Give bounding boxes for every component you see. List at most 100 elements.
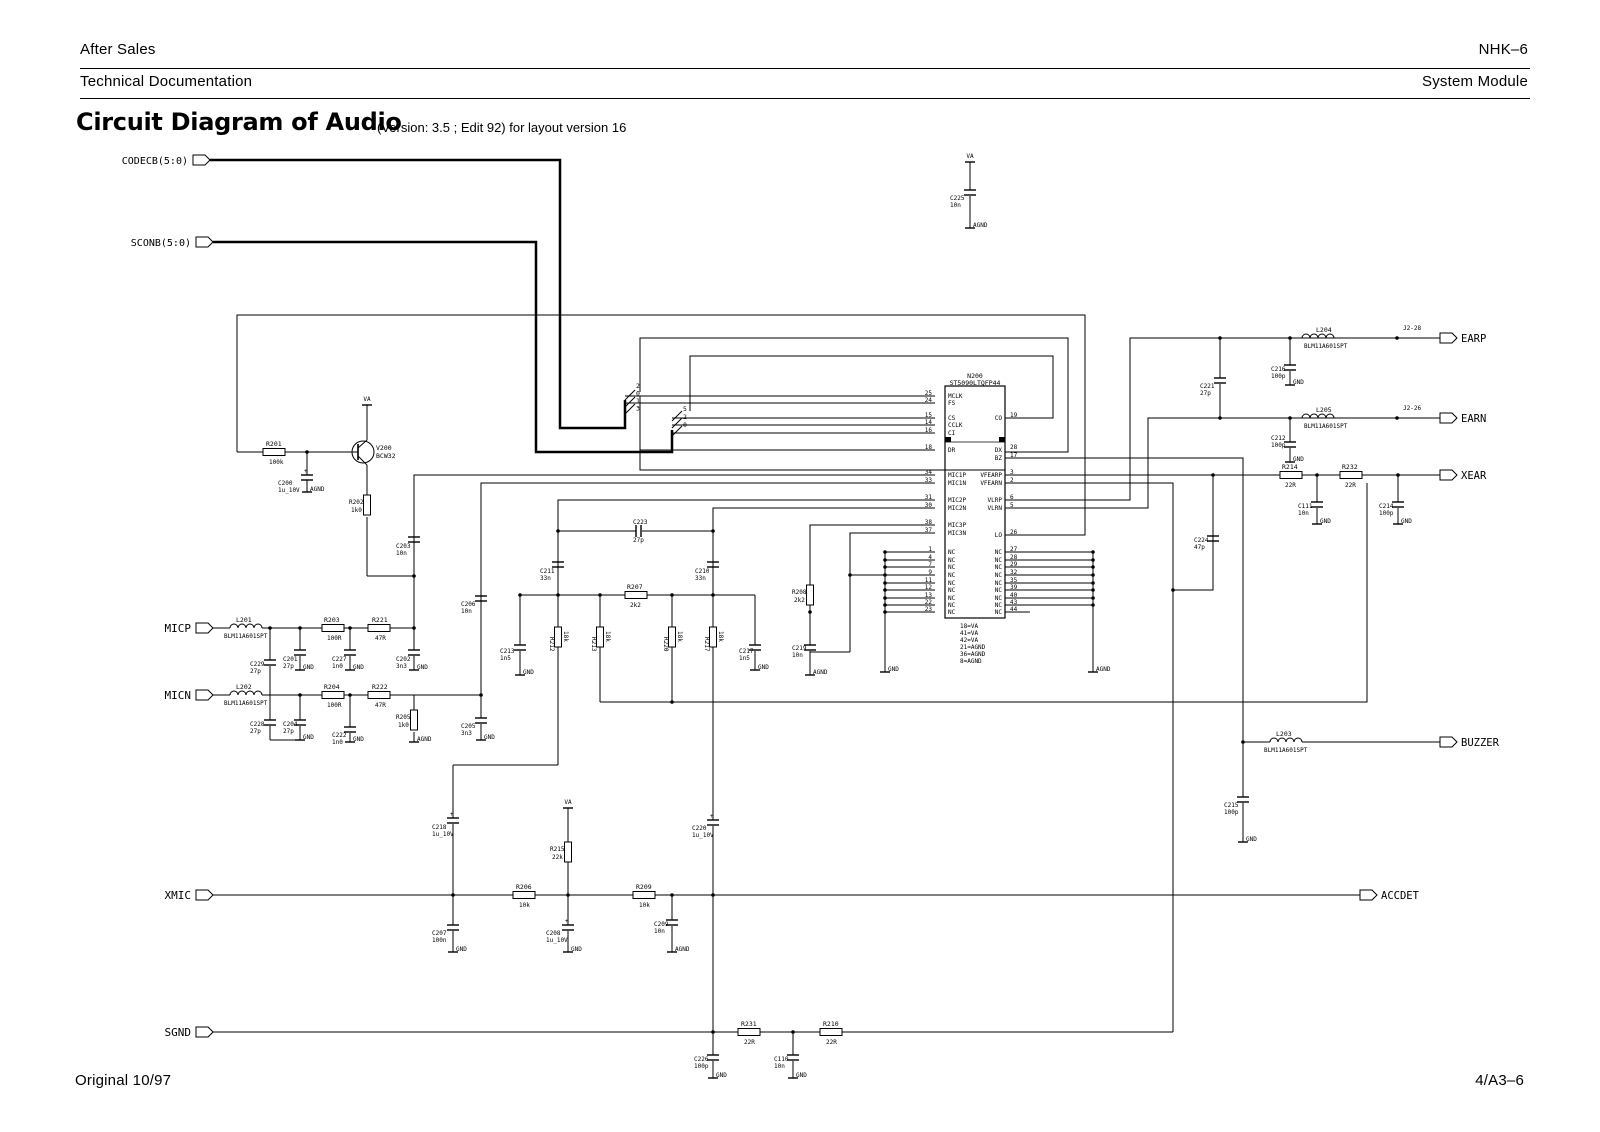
inductor-l202 xyxy=(229,690,263,696)
junction-dot-39 xyxy=(1396,473,1400,477)
rail-gnd-18: GND xyxy=(796,1072,807,1079)
capacitor-ref-c224: C224 xyxy=(1194,537,1209,544)
inductor-ref-l201: L201 xyxy=(236,616,252,624)
ic-right-pin-num-0: 19 xyxy=(1010,412,1018,419)
rail-agnd-13: AGND xyxy=(1096,666,1111,673)
capacitor-value-c226: 100p xyxy=(694,1063,709,1070)
capacitor-ref-c221: C221 xyxy=(1200,383,1215,390)
ic-right-pin-name-7: LO xyxy=(995,532,1003,539)
capacitor-c211 xyxy=(552,561,564,568)
rail-agnd-11: AGND xyxy=(813,669,828,676)
codec-bus-bit-0: 2 xyxy=(636,382,640,390)
rail-va-r215: VA xyxy=(564,799,572,806)
ic-right-pin-num-1: 28 xyxy=(1010,444,1018,451)
capacitor-c206 xyxy=(475,595,487,602)
wire-earp xyxy=(1005,337,1440,501)
junction-dot-15 xyxy=(808,610,812,614)
ic-right-pin-name-10: NC xyxy=(995,564,1003,571)
junction-dot-51 xyxy=(1395,336,1399,340)
capacitor-c207 xyxy=(447,924,459,931)
ic-right-pin-name-16: NC xyxy=(995,609,1003,616)
ic-right-pin-num-9: 28 xyxy=(1010,554,1018,561)
header-rule xyxy=(80,68,1530,69)
wire-mic1p xyxy=(413,474,935,628)
rail-gnd-5: GND xyxy=(303,734,314,741)
inductor-ref-l202: L202 xyxy=(236,683,252,691)
port-buzzer[interactable]: BUZZER xyxy=(1439,736,1500,749)
ic-left-pin-name-11: MIC3N xyxy=(948,530,966,537)
port-label-xear: XEAR xyxy=(1461,470,1487,482)
ic-left-pin-name-12: NC xyxy=(948,549,956,556)
capacitor-value-c206: 10n xyxy=(461,608,472,615)
capacitor-ref-c213: C213 xyxy=(500,648,515,655)
ic-left-pin-name-14: NC xyxy=(948,564,956,571)
junction-dot-7 xyxy=(268,626,272,630)
wire-mic2p xyxy=(557,499,935,765)
ic-right-pin-name-1: DX xyxy=(995,447,1003,454)
junction-dot-14 xyxy=(711,593,715,597)
capacitor-c229 xyxy=(264,659,276,666)
port-accdet[interactable]: ACCDET xyxy=(1359,889,1420,902)
port-sgnd[interactable]: SGND xyxy=(165,1026,214,1039)
resistor-value-r220: 18k xyxy=(676,631,683,642)
port-micn[interactable]: MICN xyxy=(165,689,214,702)
polarity-mark-c208: + xyxy=(565,918,569,925)
capacitor-ref-c211: C211 xyxy=(540,568,555,575)
ic-left-pin-num-19: 22 xyxy=(925,599,933,606)
ic-left-pin-num-6: 34 xyxy=(925,469,933,476)
polarity-mark-c220: + xyxy=(710,813,714,820)
capacitor-c208 xyxy=(562,924,574,931)
junction-dot-10 xyxy=(518,593,522,597)
ic-left-pin-num-9: 30 xyxy=(925,502,933,509)
capacitor-value-c203: 10n xyxy=(396,550,407,557)
ic-left-pin-num-0: 25 xyxy=(925,390,933,397)
capacitor-ref-c210: C210 xyxy=(695,568,710,575)
port-earp[interactable]: EARP xyxy=(1439,332,1486,345)
transistor-ref: V200 xyxy=(376,444,392,452)
port-xmic[interactable]: XMIC xyxy=(165,889,214,902)
resistor-ref-r231: R231 xyxy=(741,1020,757,1028)
junction-dot-42 xyxy=(1241,740,1245,744)
capacitor-c215 xyxy=(1237,796,1249,803)
junction-dot-25 xyxy=(883,610,887,614)
ic-power-note-1: 41=VA xyxy=(960,630,978,637)
junction-dot-37 xyxy=(1288,416,1292,420)
ic-n200 xyxy=(944,385,1006,619)
ic-left-pin-name-8: MIC2P xyxy=(948,497,966,504)
wires xyxy=(210,158,1440,1078)
port-codecb[interactable]: CODECB(5:0) xyxy=(122,154,211,167)
ic-left-pin-num-5: 18 xyxy=(925,444,933,451)
port-label-sgnd: SGND xyxy=(165,1026,192,1039)
port-label-earp: EARP xyxy=(1461,333,1486,345)
ic-left-pin-num-20: 23 xyxy=(925,606,933,613)
resistor-r202 xyxy=(363,494,371,516)
ic-left-pin-name-0: MCLK xyxy=(948,393,963,400)
junction-dot-40 xyxy=(1211,473,1215,477)
rail-gnd-23: GND xyxy=(1246,836,1257,843)
resistor-ref-r213: R213 xyxy=(590,637,597,652)
resistor-r204 xyxy=(321,691,345,699)
capacitor-c200 xyxy=(301,474,313,481)
capacitor-value-c217: 1n5 xyxy=(739,655,750,662)
ic-left-pin-num-14: 7 xyxy=(928,561,932,568)
port-sconb[interactable]: SCONB(5:0) xyxy=(131,236,214,249)
rail-agnd-7: AGND xyxy=(417,736,432,743)
resistor-value-r209: 10k xyxy=(639,902,650,909)
ic-right-pin-name-11: NC xyxy=(995,572,1003,579)
resistor-value-r207: 2k2 xyxy=(630,602,641,609)
rail-agnd-16: AGND xyxy=(675,946,690,953)
port-micp[interactable]: MICP xyxy=(165,622,214,635)
port-earn[interactable]: EARN xyxy=(1439,412,1486,425)
capacitor-ref-c219: C219 xyxy=(792,645,807,652)
ic-right-pin-name-15: NC xyxy=(995,602,1003,609)
rail-gnd-10: GND xyxy=(758,664,769,671)
junction-dot-38 xyxy=(1315,473,1319,477)
inductor-l205 xyxy=(1301,413,1335,419)
resistor-r220 xyxy=(668,626,676,648)
resistor-ref-r202: R202 xyxy=(349,499,364,506)
port-xear[interactable]: XEAR xyxy=(1439,469,1487,482)
capacitor-ref-c223: C223 xyxy=(633,519,648,526)
capacitor-c205 xyxy=(475,717,487,724)
resistor-value-r231: 22R xyxy=(744,1039,755,1046)
footer-original: Original 10/97 xyxy=(75,1072,172,1089)
